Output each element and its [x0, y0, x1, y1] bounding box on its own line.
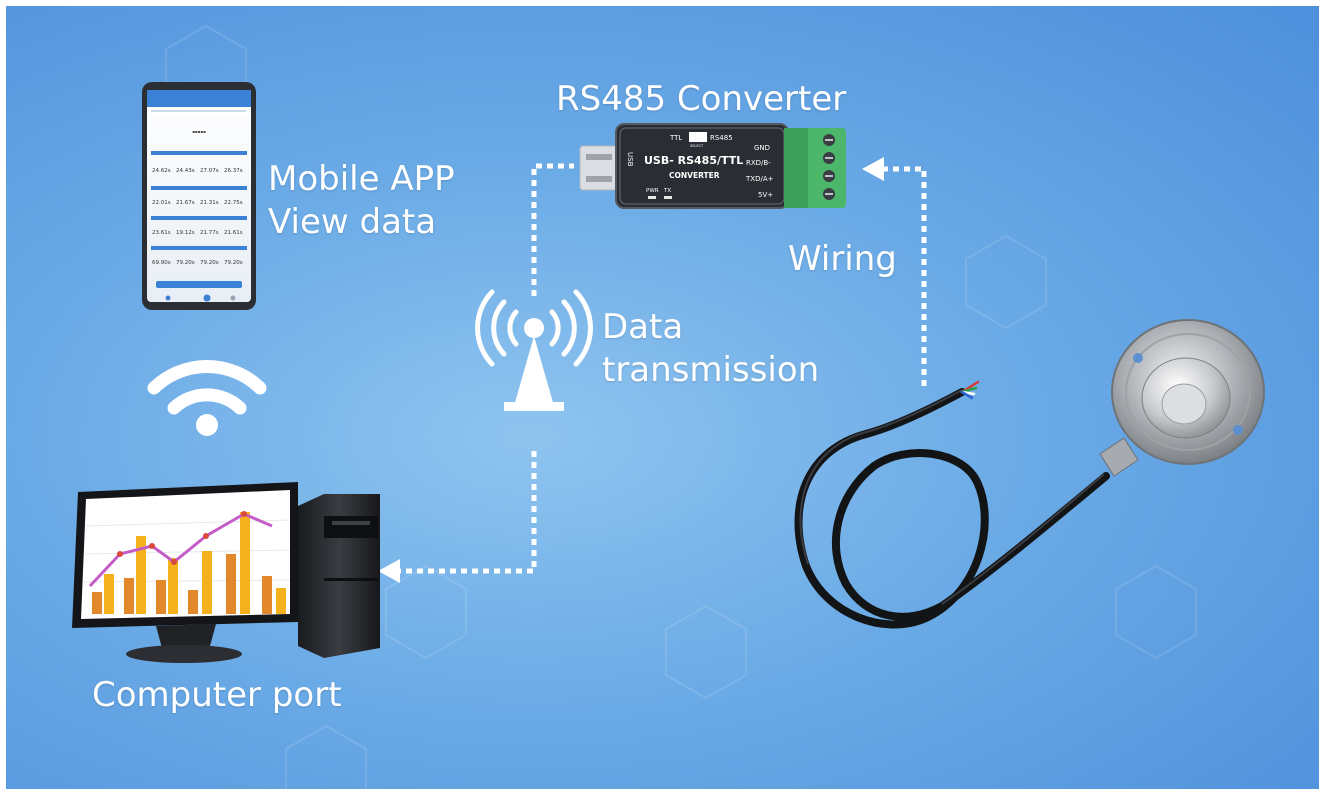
mobile-app-line2: View data	[268, 201, 437, 242]
data-transmission-label: Data transmission	[602, 306, 819, 391]
converter-select-label: SELECT	[690, 144, 704, 148]
phone-value: 21.67s	[176, 200, 195, 206]
phone-value: 24.62s	[152, 168, 171, 174]
converter-rs485-label: RS485	[710, 134, 733, 142]
phone-value: 24.43s	[176, 168, 195, 174]
pressure-sensor-icon	[794, 319, 1265, 629]
computer-port-label: Computer port	[92, 674, 342, 717]
antenna-to-computer-line	[399, 451, 537, 574]
converter-pin-label: GND	[754, 144, 770, 152]
converter-subtitle: CONVERTER	[669, 171, 720, 180]
phone-value: 22.01s	[152, 200, 171, 206]
converter-title: USB- RS485/TTL	[644, 154, 743, 167]
computer-port-text: Computer port	[92, 675, 342, 715]
wifi-icon	[147, 360, 267, 436]
converter-pin-label: 5V+	[758, 191, 773, 199]
svg-text:▪▪▪▪▪: ▪▪▪▪▪	[192, 129, 206, 134]
usb-converter-icon: USB- RS485/TTL CONVERTER USB TTL SELECT …	[579, 123, 846, 209]
computer-icon	[72, 482, 380, 663]
rs485-converter-label: RS485 Converter	[556, 78, 846, 121]
phone-value: 22.75s	[224, 200, 243, 206]
phone-value: 69.90s	[152, 260, 171, 266]
converter-led-label: PWR	[646, 188, 659, 194]
diagram-graphics: ▪▪▪▪▪ 24.62s 24.43s 27.07s 26.37s 22.01s…	[72, 24, 1265, 789]
rs485-converter-text: RS485 Converter	[556, 79, 847, 119]
connection-lines	[399, 163, 927, 574]
mobile-app-label: Mobile APP View data	[268, 158, 455, 243]
phone-value: 19.12s	[176, 230, 195, 236]
phone-value: 79.20s	[224, 260, 243, 266]
converter-usb-text: USB	[626, 152, 634, 167]
wiring-label: Wiring	[788, 238, 897, 281]
phone-value: 21.77s	[200, 230, 219, 236]
arrow-left-to-computer	[378, 559, 400, 583]
converter-pin-label: TXD/A+	[745, 175, 774, 183]
phone-value: 79.20s	[200, 260, 219, 266]
usb-to-antenna-line	[531, 163, 574, 296]
phone-value: 79.20s	[176, 260, 195, 266]
converter-ttl-label: TTL	[669, 134, 682, 142]
phone-value: 23.61s	[152, 230, 171, 236]
diagram-canvas: ▪▪▪▪▪ 24.62s 24.43s 27.07s 26.37s 22.01s…	[6, 6, 1319, 789]
antenna-icon	[475, 289, 593, 411]
wiring-text: Wiring	[788, 239, 897, 279]
arrow-left-to-converter	[862, 157, 884, 181]
phone-value: 27.07s	[200, 168, 219, 174]
converter-pin-label: RXD/B-	[746, 159, 771, 167]
monitor-chart-bars	[92, 512, 286, 614]
converter-led-label: TX	[663, 188, 671, 194]
data-transmission-line2: transmission	[602, 349, 820, 390]
sensor-to-converter-line	[884, 166, 927, 386]
phone-value: 26.37s	[224, 168, 243, 174]
phone-value: 21.61s	[224, 230, 243, 236]
mobile-app-line1: Mobile APP	[268, 159, 455, 199]
smartphone-icon: ▪▪▪▪▪ 24.62s 24.43s 27.07s 26.37s 22.01s…	[142, 82, 256, 310]
phone-value: 21.31s	[200, 200, 219, 206]
hexagon-pattern	[165, 24, 1197, 789]
data-transmission-line1: Data	[602, 307, 684, 347]
